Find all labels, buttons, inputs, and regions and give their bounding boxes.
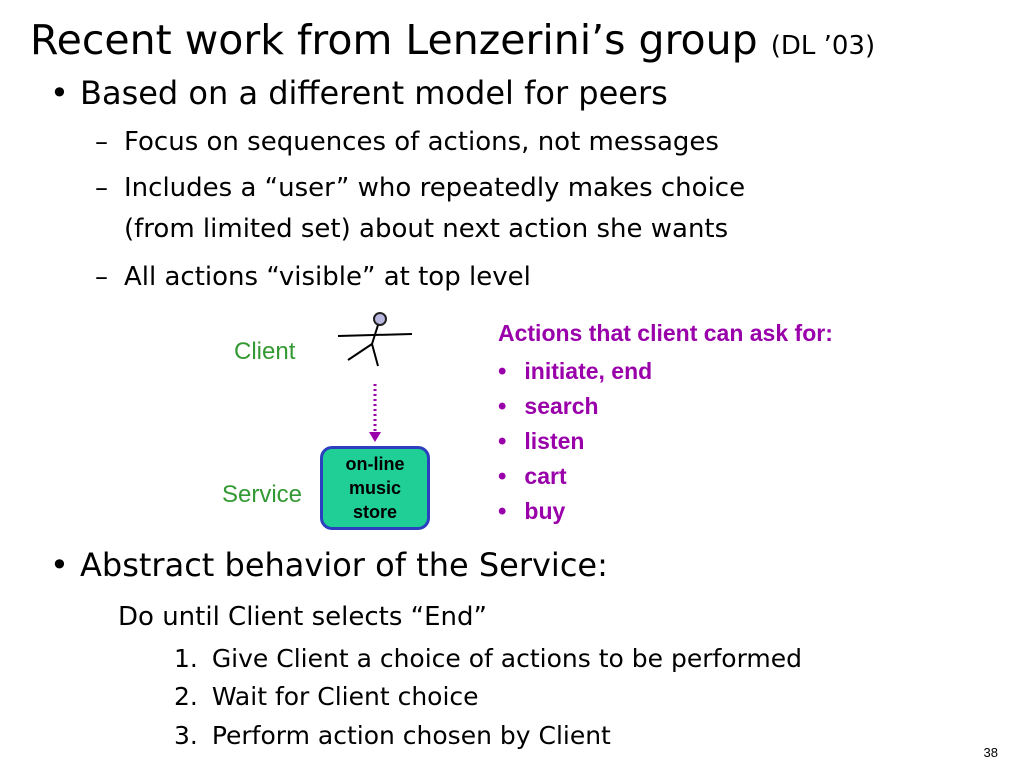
sub-bullet-3-text: All actions “visible” at top level	[124, 262, 531, 292]
action-bullet: •	[498, 358, 507, 385]
sub-bullet-2-line1: Includes a “user” who repeatedly makes c…	[124, 173, 746, 203]
action-text: cart	[524, 463, 567, 489]
action-item: • listen	[498, 424, 652, 459]
sub-bullet-1-text: Focus on sequences of actions, not messa…	[124, 127, 719, 157]
action-text: buy	[524, 498, 566, 524]
action-bullet: •	[498, 393, 507, 420]
action-item: • search	[498, 389, 652, 424]
step-number: 2.	[174, 682, 198, 711]
sub-bullet-1-dash: –	[95, 127, 108, 157]
action-item: • initiate, end	[498, 354, 652, 389]
action-bullet: •	[498, 428, 507, 455]
title-text: Recent work from Lenzerini’s group	[30, 16, 758, 64]
slide-title: Recent work from Lenzerini’s group (DL ’…	[30, 14, 875, 72]
client-stick-figure-icon	[337, 312, 413, 442]
action-text: search	[524, 393, 599, 419]
sub-bullet-2-dash: –	[95, 173, 108, 203]
action-text: listen	[524, 428, 585, 454]
action-text: initiate, end	[524, 358, 653, 384]
bullet-1-text: Based on a different model for peers	[80, 74, 668, 112]
step-3: 3. Perform action chosen by Client	[174, 720, 611, 752]
bullet-2-marker: •	[50, 546, 69, 584]
title-reference: (DL ’03)	[770, 31, 876, 61]
store-line-3: store	[352, 502, 397, 522]
step-number: 3.	[174, 721, 198, 750]
bullet-2-text: Abstract behavior of the Service:	[80, 546, 608, 584]
actions-title: Actions that client can ask for:	[498, 320, 833, 346]
sub-bullet-3-dash: –	[95, 262, 108, 292]
step-text: Perform action chosen by Client	[211, 721, 611, 750]
page-number: 38	[983, 745, 998, 760]
actions-list: • initiate, end • search • listen • cart • bu…	[498, 354, 652, 529]
action-bullet: •	[498, 463, 507, 490]
step-2: 2. Wait for Client choice	[174, 681, 479, 713]
step-text: Wait for Client choice	[211, 682, 479, 711]
step-text: Give Client a choice of actions to be pe…	[211, 644, 803, 673]
step-number: 1.	[174, 644, 198, 673]
bullet-1-marker: •	[50, 74, 69, 112]
action-item: • cart	[498, 459, 652, 494]
action-item: • buy	[498, 494, 652, 529]
store-line-2: music	[348, 478, 402, 498]
action-bullet: •	[498, 498, 507, 525]
sub-bullet-2-line2: (from limited set) about next action she…	[124, 214, 729, 244]
client-label: Client	[234, 338, 296, 365]
loop-line: Do until Client selects “End”	[118, 602, 488, 632]
store-line-1: on-line	[345, 454, 405, 474]
service-label: Service	[222, 481, 303, 508]
music-store-box: on-line music store	[320, 446, 430, 530]
step-1: 1. Give Client a choice of actions to be…	[174, 643, 802, 675]
